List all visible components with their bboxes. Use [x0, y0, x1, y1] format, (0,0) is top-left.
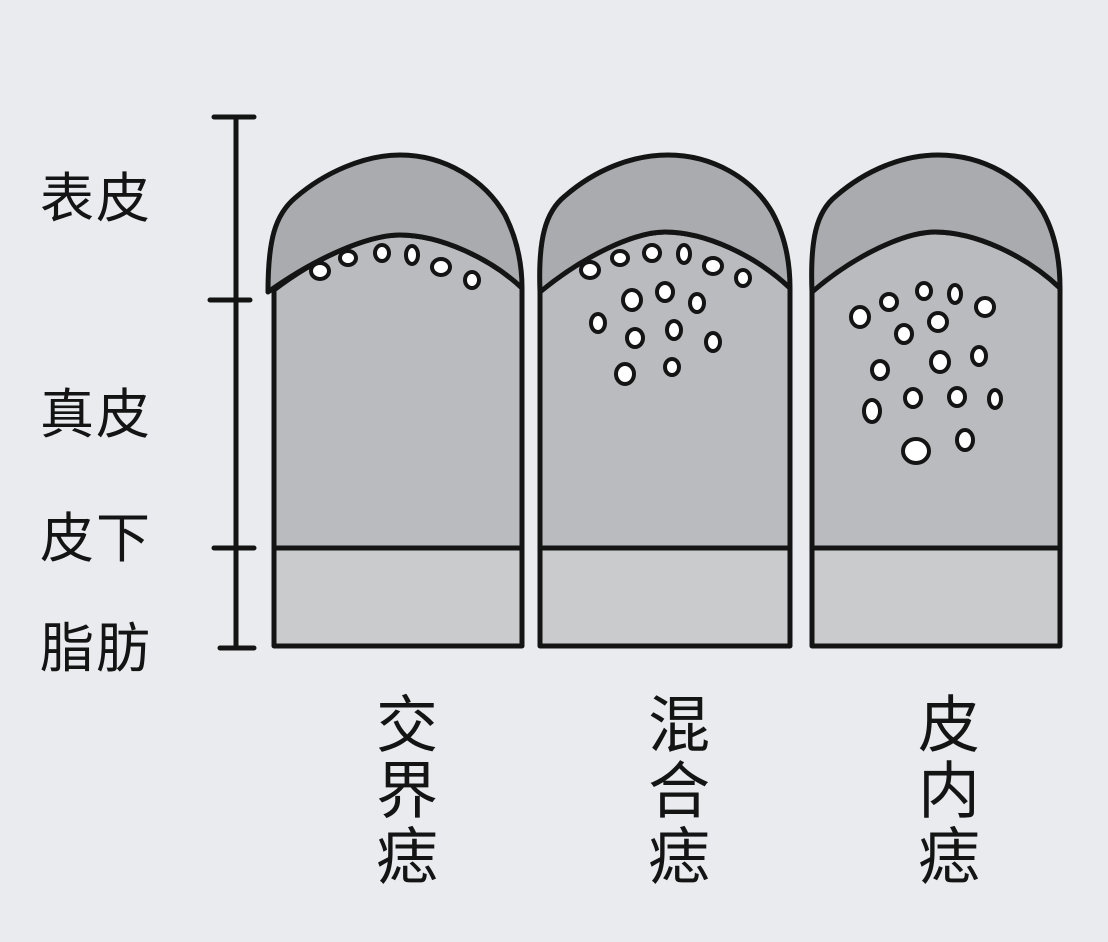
label-junctional-nevus: 交界痣 — [365, 692, 438, 890]
epidermis-layer — [537, 152, 793, 295]
label-subcutaneous-line2: 脂肪 — [40, 617, 152, 680]
label-compound-nevus: 混合痣 — [637, 692, 710, 890]
nevus-cells — [309, 243, 481, 290]
epidermis-layer — [265, 152, 525, 295]
column-intradermal — [809, 152, 1063, 649]
dermis-layer — [537, 229, 793, 551]
label-epidermis: 表皮 — [40, 167, 152, 230]
dermis-layer — [271, 232, 525, 551]
fat-layer — [809, 545, 1063, 649]
nevus-cells — [579, 243, 752, 386]
fat-layer — [271, 545, 525, 649]
depth-ruler — [207, 114, 257, 651]
column-compound — [537, 152, 793, 649]
column-junctional — [265, 152, 525, 649]
label-dermis: 真皮 — [40, 383, 152, 446]
label-subcutaneous-line1: 皮下 — [40, 507, 152, 570]
epidermis-layer — [809, 152, 1063, 295]
label-intradermal-nevus: 皮内痣 — [907, 692, 980, 890]
fat-layer — [537, 545, 793, 649]
dermis-layer — [809, 229, 1063, 551]
nevus-cells — [849, 281, 1003, 465]
